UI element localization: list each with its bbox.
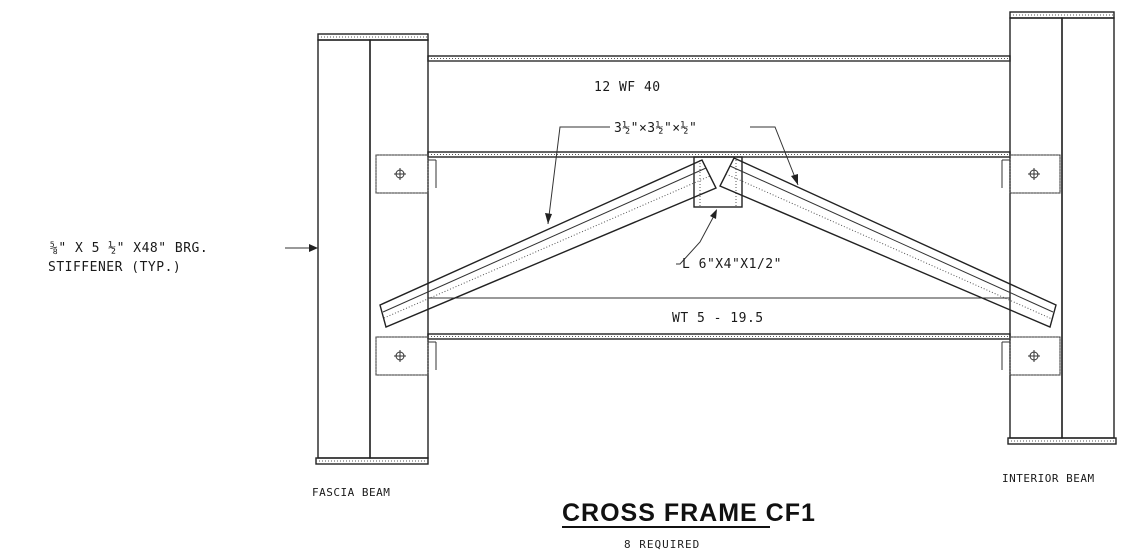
interior-beam	[1007, 11, 1117, 445]
fascia-beam	[315, 33, 429, 465]
drawing-subtitle: 8 REQUIRED	[624, 538, 700, 551]
left-diagonal-brace	[379, 159, 717, 328]
apex-gusset-angle	[693, 156, 743, 208]
stiffener-label-line2: STIFFENER (TYP.)	[48, 260, 181, 275]
interior-beam-label: INTERIOR BEAM	[1002, 472, 1095, 485]
stiffener-label-line1: ⅝" X 5 ½" X48" BRG.	[50, 241, 208, 256]
leader-lines	[285, 126, 799, 265]
fascia-beam-label: FASCIA BEAM	[312, 486, 390, 499]
top-member-wf	[427, 55, 1011, 158]
gusset-angle-label: L 6"X4"X1/2"	[682, 257, 782, 272]
top-member-label: 12 WF 40	[594, 80, 661, 95]
right-diagonal-brace	[719, 157, 1057, 328]
drawing-title: CROSS FRAME CF1	[562, 499, 816, 527]
bottom-member-label: WT 5 - 19.5	[672, 311, 764, 326]
right-connection-plates	[1001, 154, 1061, 376]
left-connection-plates	[375, 154, 437, 376]
angle-brace-label: 3½"×3½"×½"	[614, 121, 697, 136]
